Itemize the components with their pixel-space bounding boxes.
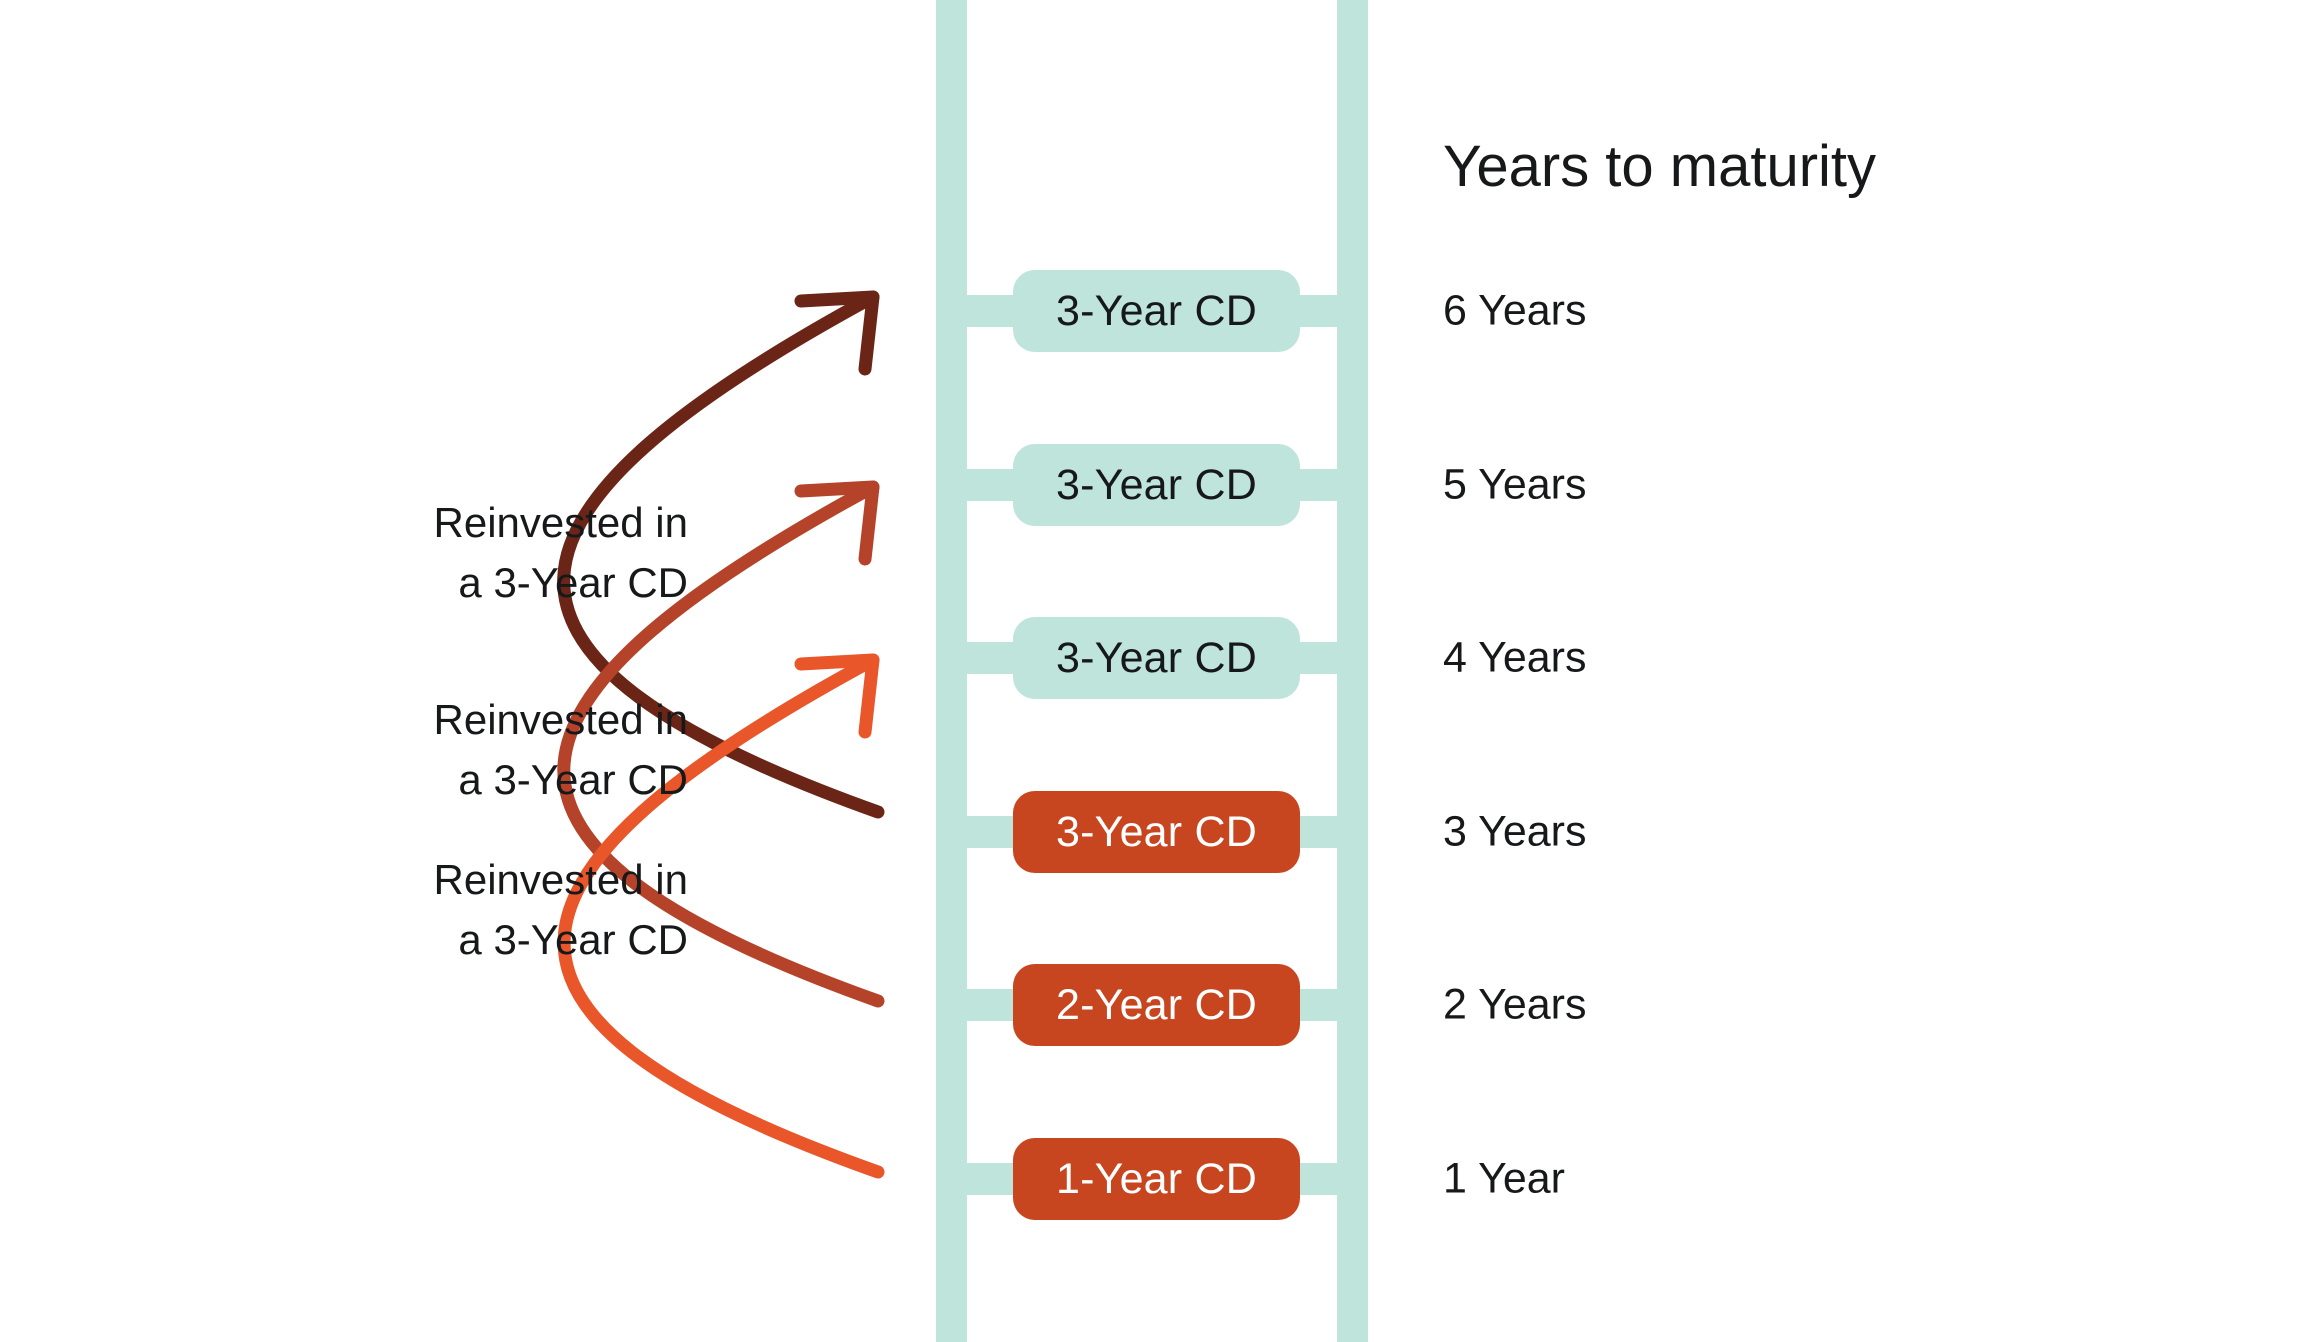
cd-pill: 3-Year CD [1013, 791, 1300, 873]
annotation-line-2: a 3-Year CD [458, 915, 688, 963]
year-to-maturity-label: 6 Years [1443, 286, 1587, 335]
cd-pill-label: 2-Year CD [1056, 980, 1257, 1029]
reinvest-arrow-3yr-to-6yr-head [794, 290, 880, 376]
year-to-maturity-label: 5 Years [1443, 460, 1587, 509]
reinvest-arrow-1yr-to-4yr-shaft [557, 653, 885, 1179]
annotation-line-1: Reinvested in [433, 696, 688, 743]
year-to-maturity-label: 2 Years [1443, 980, 1587, 1029]
reinvest-arrow-2yr-to-5yr-head [794, 480, 880, 566]
cd-pill: 3-Year CD [1013, 617, 1300, 699]
cd-pill: 1-Year CD [1013, 1138, 1300, 1220]
reinvest-arrow-3yr-to-6yr-shaft [557, 290, 885, 819]
year-to-maturity-label: 1 Year [1443, 1154, 1565, 1203]
reinvest-arrow-1yr-to-4yr-head [794, 653, 880, 739]
cd-pill-label: 3-Year CD [1056, 286, 1257, 335]
cd-pill-label: 3-Year CD [1056, 460, 1257, 509]
cd-pill-label: 3-Year CD [1056, 807, 1257, 856]
reinvestment-annotation: Reinvested in a 3-Year CD [434, 850, 688, 969]
cd-pill-label: 1-Year CD [1056, 1154, 1257, 1203]
cd-pill: 3-Year CD [1013, 270, 1300, 352]
annotation-line-1: Reinvested in [433, 856, 688, 903]
reinvestment-annotation: Reinvested in a 3-Year CD [434, 493, 688, 612]
page-title: Years to maturity [1443, 134, 1877, 199]
annotation-line-2: a 3-Year CD [458, 755, 688, 803]
cd-pill: 3-Year CD [1013, 444, 1300, 526]
annotation-line-2: a 3-Year CD [458, 558, 688, 606]
cd-pill-label: 3-Year CD [1056, 633, 1257, 682]
cd-pill: 2-Year CD [1013, 964, 1300, 1046]
annotation-line-1: Reinvested in [433, 499, 688, 546]
year-to-maturity-label: 4 Years [1443, 633, 1587, 682]
year-to-maturity-label: 3 Years [1443, 807, 1587, 856]
reinvestment-annotation: Reinvested in a 3-Year CD [434, 690, 688, 809]
reinvest-arrow-2yr-to-5yr-shaft [557, 480, 885, 1008]
